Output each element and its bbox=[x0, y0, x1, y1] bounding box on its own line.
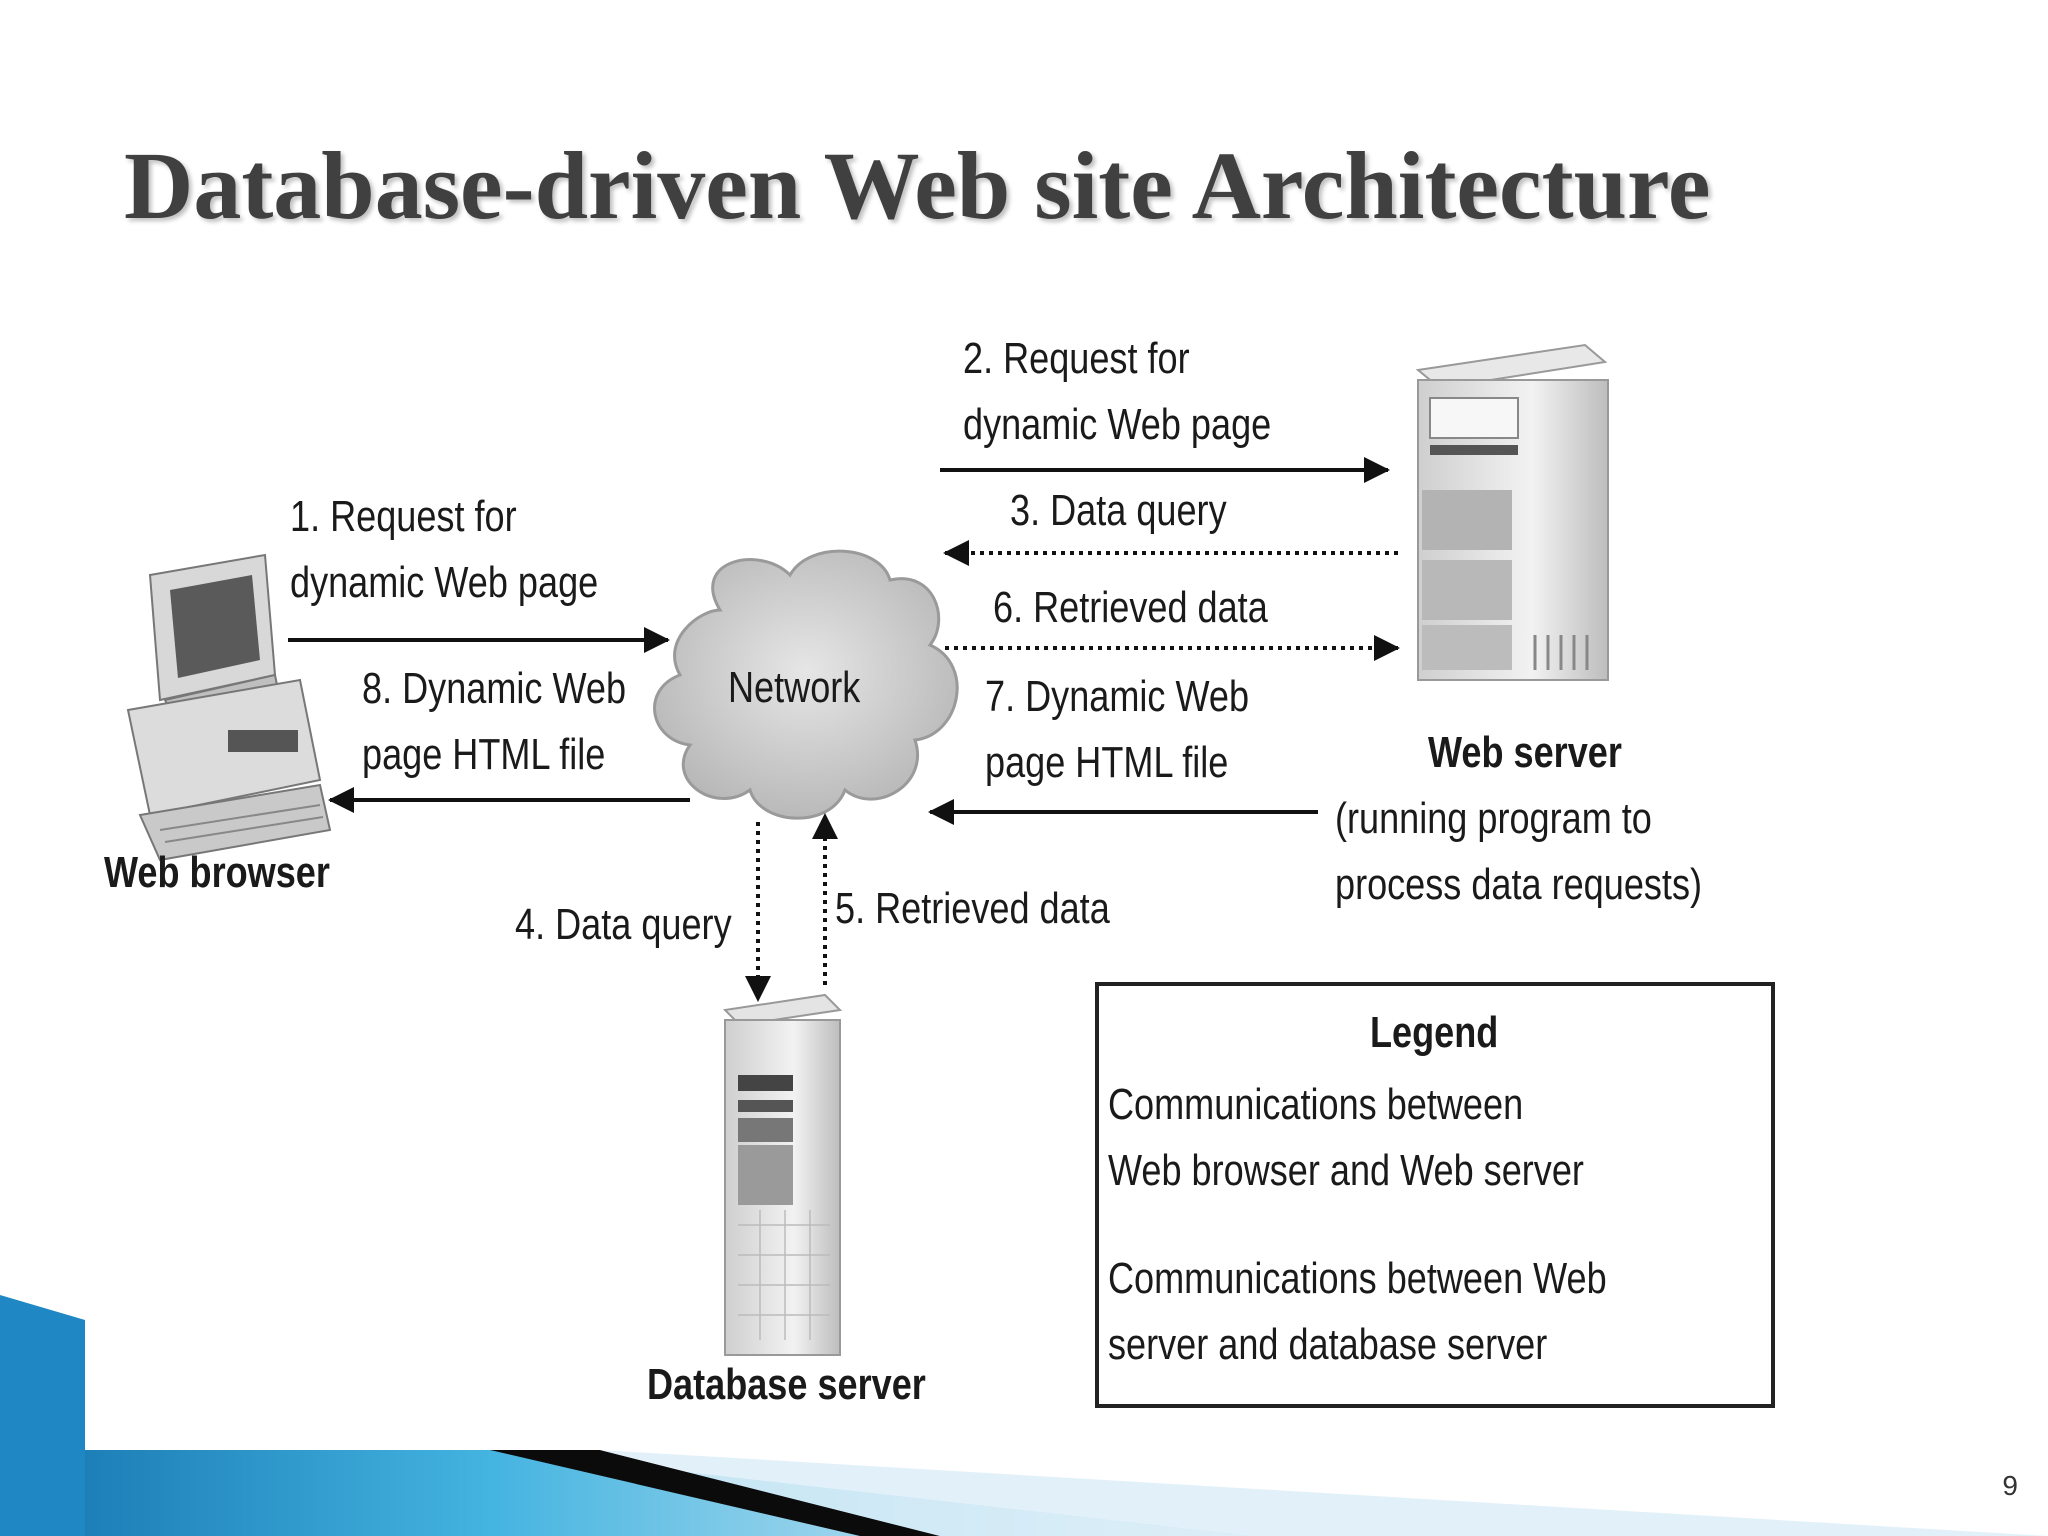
network-label: Network bbox=[728, 663, 861, 712]
legend-solid-line1: Communications between bbox=[1108, 1080, 1524, 1129]
step-3-label: 3. Data query bbox=[1010, 486, 1227, 535]
step-8-label-line2: page HTML file bbox=[362, 730, 606, 779]
slide-title: Database-driven Web site Architecture bbox=[124, 132, 1711, 239]
database-server-label: Database server bbox=[647, 1360, 926, 1409]
step-1-label-line1: 1. Request for bbox=[290, 492, 517, 541]
web-server-label: Web server bbox=[1428, 728, 1622, 777]
web-server-note-line2: process data requests) bbox=[1335, 860, 1703, 909]
step-8-label-line1: 8. Dynamic Web bbox=[362, 664, 627, 713]
legend-title: Legend bbox=[1370, 1008, 1499, 1057]
step-5-label: 5. Retrieved data bbox=[835, 884, 1110, 933]
page-number: 9 bbox=[2002, 1470, 2018, 1501]
step-2-label-line2: dynamic Web page bbox=[963, 400, 1272, 449]
step-7-label-line1: 7. Dynamic Web bbox=[985, 672, 1250, 721]
step-4-label: 4. Data query bbox=[515, 900, 732, 949]
legend-dotted-line2: server and database server bbox=[1108, 1320, 1548, 1369]
footer-decoration bbox=[0, 1295, 2048, 1536]
legend-box bbox=[1095, 982, 1775, 1408]
legend-solid-line2: Web browser and Web server bbox=[1108, 1146, 1584, 1195]
computer-icon bbox=[126, 553, 332, 862]
step-7-label-line2: page HTML file bbox=[985, 738, 1229, 787]
web-browser-label: Web browser bbox=[104, 848, 330, 897]
step-1-label-line2: dynamic Web page bbox=[290, 558, 599, 607]
database-server-icon bbox=[722, 993, 843, 1356]
step-6-label: 6. Retrieved data bbox=[993, 583, 1268, 632]
web-server-note-line1: (running program to bbox=[1335, 794, 1652, 843]
legend-dotted-line1: Communications between Web bbox=[1108, 1254, 1607, 1303]
network-cloud-icon bbox=[653, 549, 959, 820]
step-2-label-line1: 2. Request for bbox=[963, 334, 1190, 383]
web-server-icon bbox=[1415, 343, 1609, 681]
